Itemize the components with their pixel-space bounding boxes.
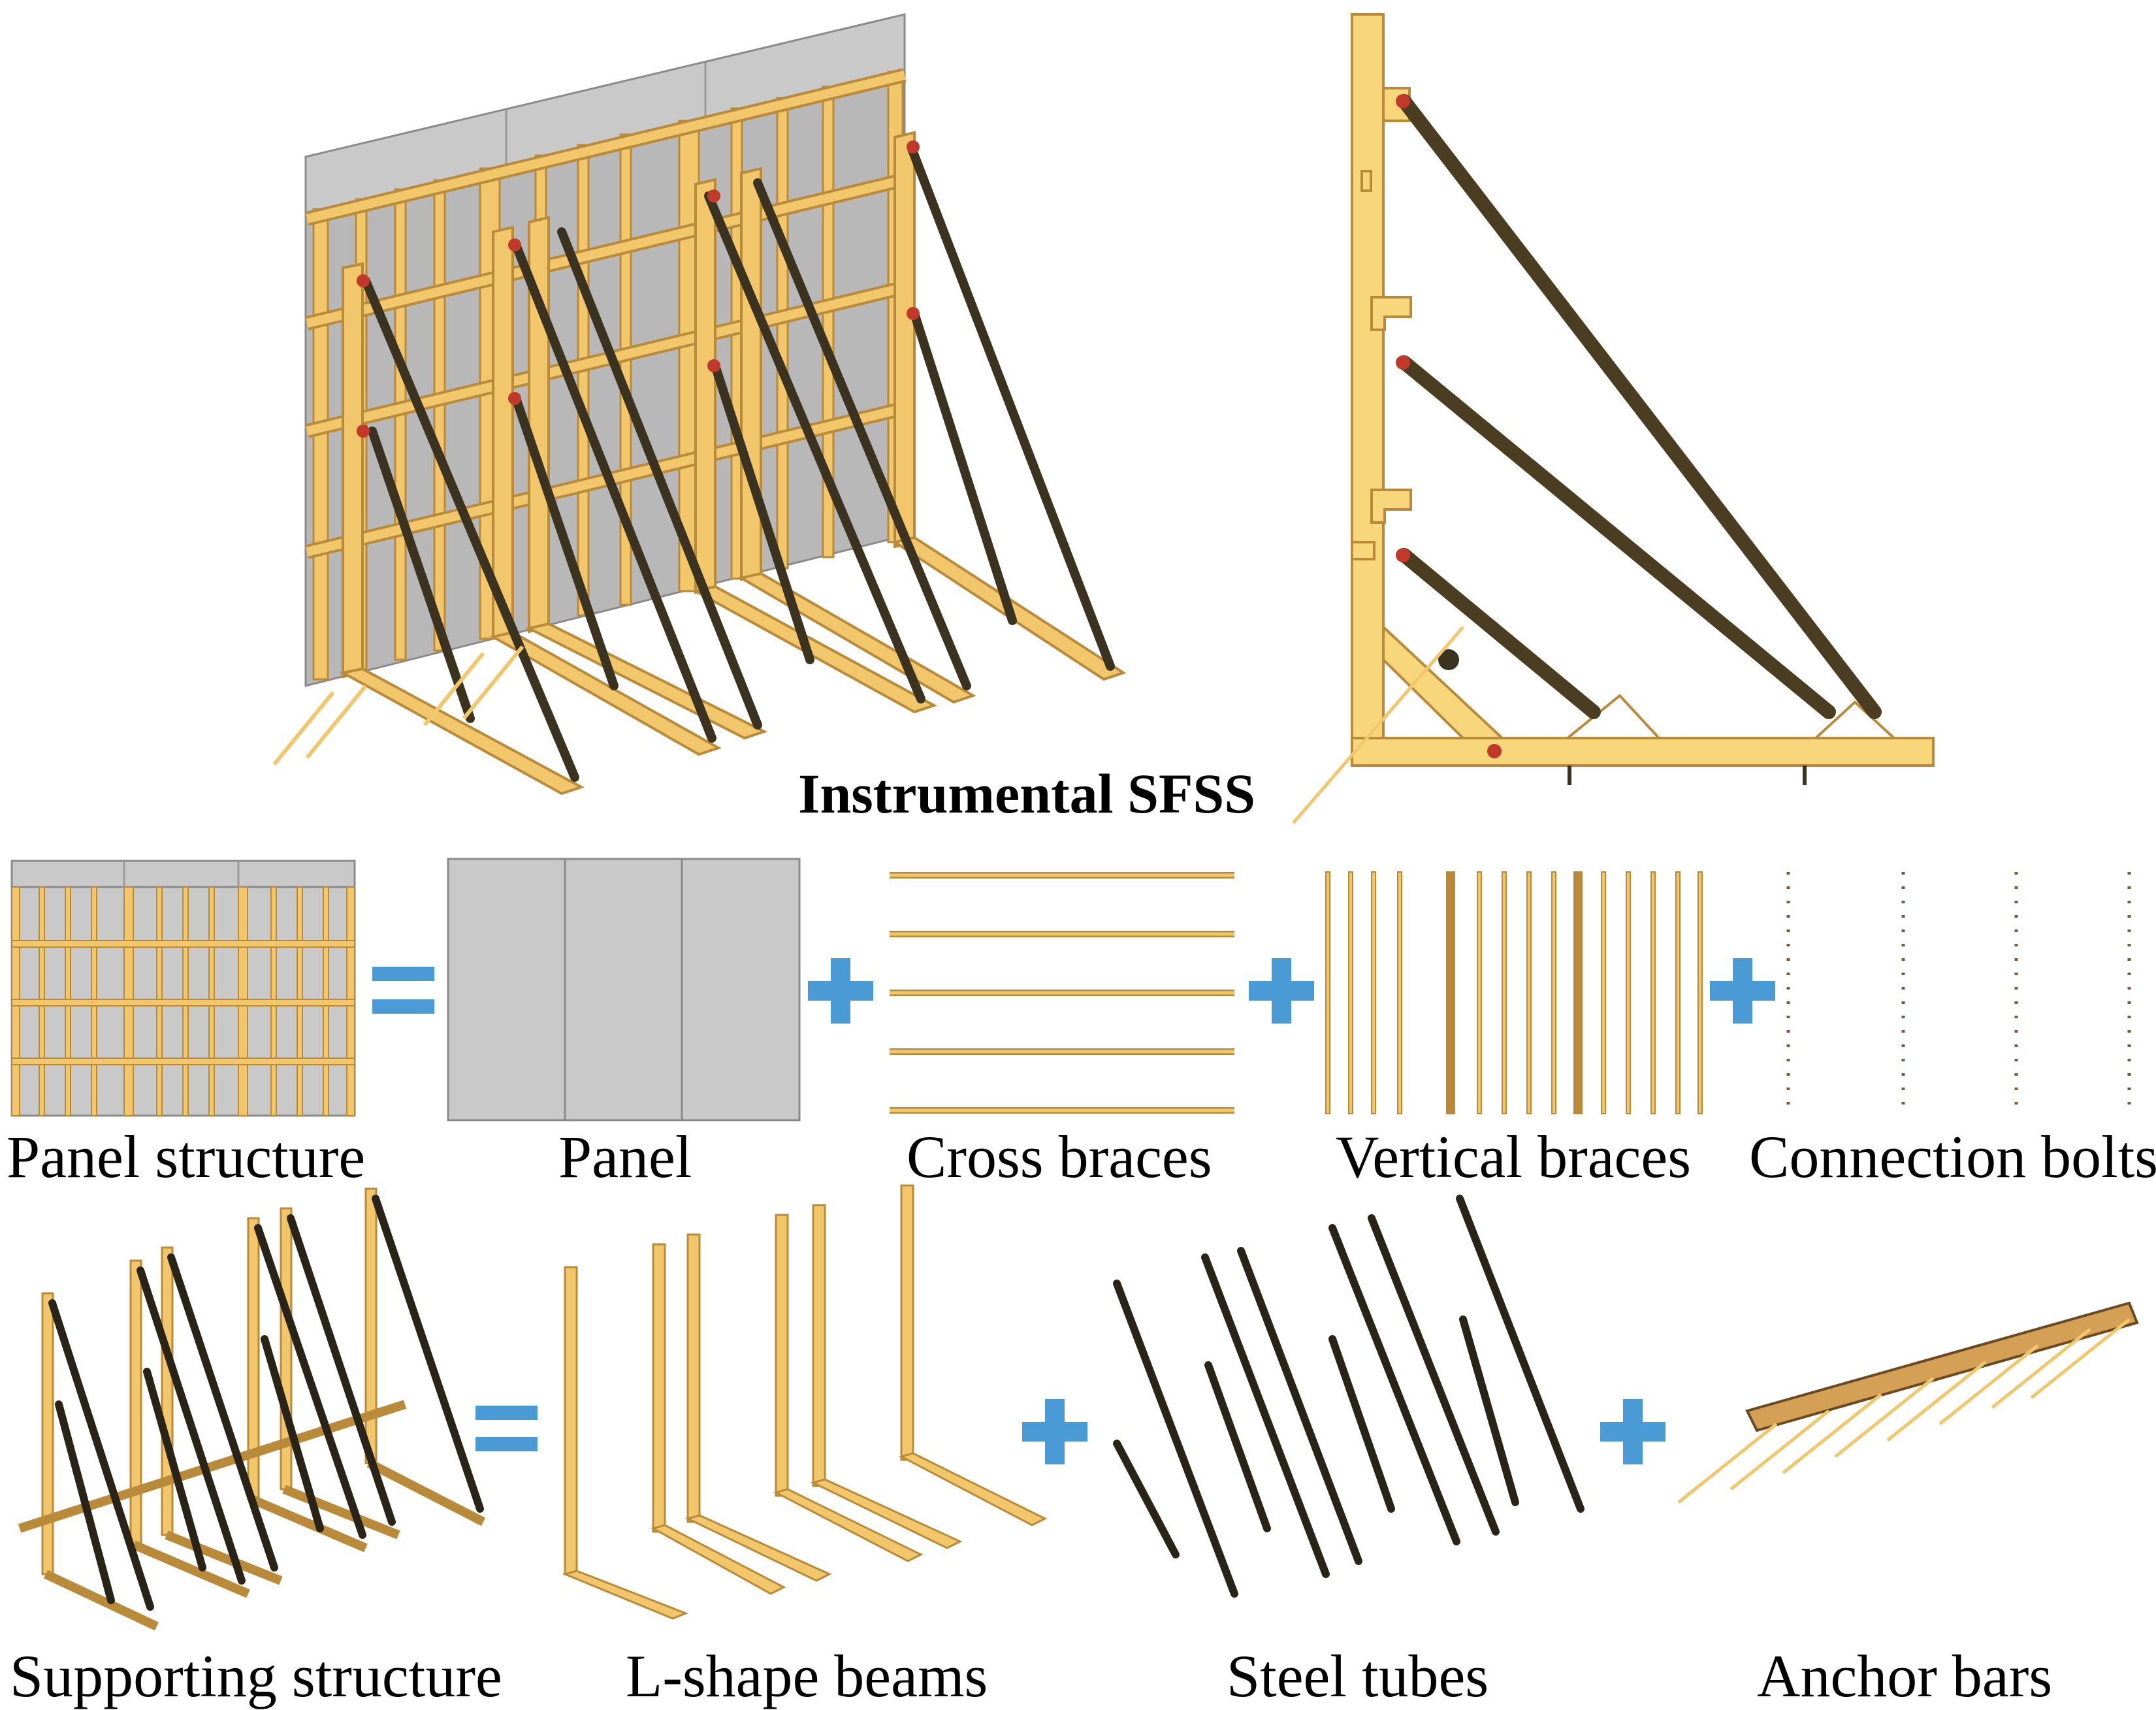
panel-structure-illustration [10, 860, 356, 1117]
label-connection-bolts: Connection bolts [1749, 1123, 2156, 1190]
label-l-shape-beams: L-shape beams [626, 1643, 988, 1709]
plus-operator [1710, 958, 1775, 1024]
panel-illustration [447, 858, 801, 1121]
sfss-3d-illustration [272, 13, 1127, 796]
label-panel: Panel [558, 1123, 692, 1190]
figure-title: Instrumental SFSS [798, 762, 1256, 825]
plus-operator [1022, 1399, 1087, 1464]
l-shape-beams-illustration [562, 1184, 1048, 1620]
label-supporting-structure: Supporting structure [10, 1643, 502, 1709]
label-anchor-bars: Anchor bars [1757, 1643, 2053, 1709]
connection-bolts-illustration [1786, 872, 2131, 1114]
plus-operator [1600, 1399, 1665, 1464]
label-panel-structure: Panel structure [7, 1123, 366, 1190]
label-steel-tubes: Steel tubes [1227, 1643, 1489, 1709]
equals-operator [475, 1406, 538, 1451]
steel-tubes-illustration [1113, 1195, 1585, 1598]
supporting-structure-illustration [18, 1187, 486, 1631]
vertical-braces-illustration [1325, 871, 1703, 1114]
equals-operator [372, 967, 434, 1014]
anchor-bars-illustration [1677, 1301, 2139, 1504]
sfss-side-view [1292, 13, 1935, 824]
label-cross-braces: Cross braces [907, 1123, 1212, 1190]
plus-operator [808, 958, 873, 1024]
plus-operator [1249, 958, 1314, 1024]
label-vertical-braces: Vertical braces [1336, 1123, 1692, 1190]
